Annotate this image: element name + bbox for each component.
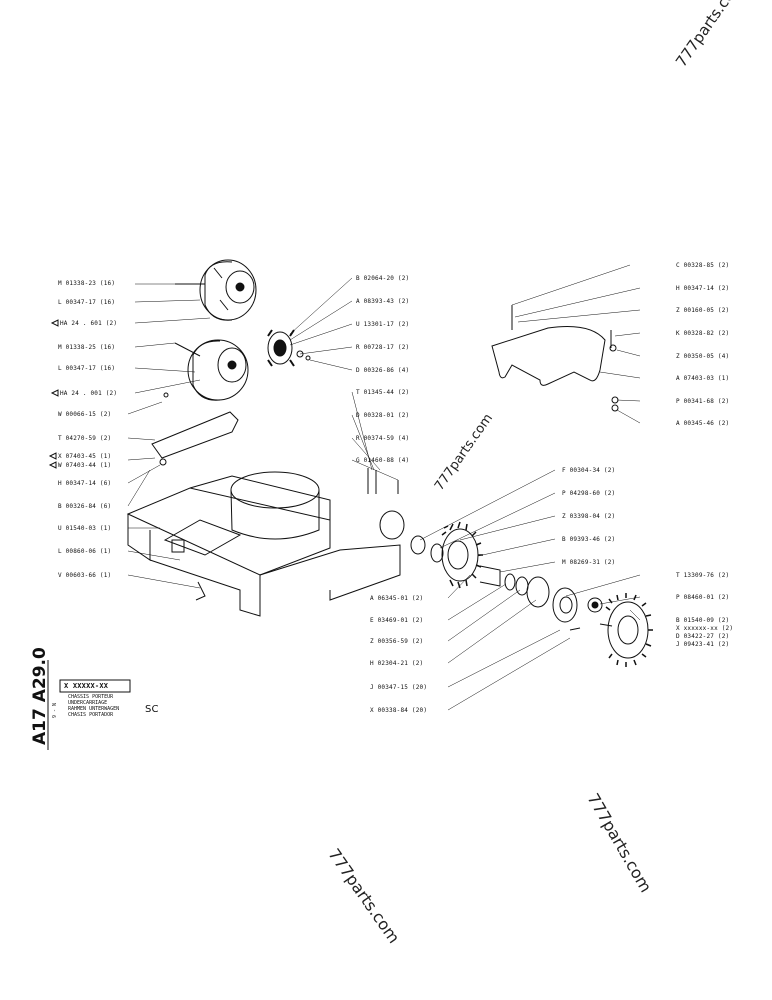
hydraulic-motor-lower: [174, 339, 249, 401]
leader-lines: [127, 264, 641, 711]
part-label: F 00304-34 (2): [562, 467, 616, 474]
part-label: J 00347-15 (20): [370, 684, 428, 691]
part-label: L 00347-17 (16): [58, 365, 116, 372]
part-label: M 01338-25 (16): [58, 344, 116, 351]
part-label: A 07403-03 (1): [676, 375, 730, 382]
drive-sprocket: [267, 329, 311, 367]
part-label: P 00341-68 (2): [676, 398, 730, 405]
part-label: R 00374-59 (4): [356, 435, 410, 442]
chassis-frame: [126, 471, 405, 617]
title-line: UNDERCARRIAGE: [68, 700, 108, 706]
part-label: M 01338-23 (16): [58, 280, 116, 287]
shaft-assembly: [479, 565, 550, 608]
small-code: 9 - N: [52, 702, 58, 718]
part-label: T 13309-76 (2): [676, 572, 730, 579]
right-cover: [491, 305, 619, 412]
part-label: H 00347-14 (6): [58, 480, 112, 487]
part-label: V 00603-66 (1): [58, 572, 112, 579]
part-label: J 09423-41 (2): [676, 641, 730, 648]
final-sprocket: [599, 593, 653, 667]
hub: [552, 587, 603, 631]
part-label: U 01540-03 (1): [58, 525, 112, 532]
part-label: P 04298-60 (2): [562, 490, 616, 497]
part-label: P 08460-01 (2): [676, 594, 730, 601]
title-line: CHASSIS PORTEUR: [68, 694, 114, 700]
part-label: T 04270-59 (2): [58, 435, 112, 442]
part-label: B 00326-84 (6): [58, 503, 112, 510]
part-label: A 00345-46 (2): [676, 420, 730, 427]
part-label: W 07403-44 (1): [58, 462, 112, 469]
part-label: Z 00350-05 (4): [676, 353, 730, 360]
part-label: Z 00160-05 (2): [676, 307, 730, 314]
part-code-box: X XXXXX-XX: [64, 682, 109, 690]
title-block-frame: [47, 660, 131, 750]
triangle-markers: [48, 319, 59, 469]
title-line: RAHMEN UNTERWAGEN: [68, 706, 120, 712]
part-label: D 03422-27 (2): [676, 633, 730, 640]
part-label: D 00328-01 (2): [356, 412, 410, 419]
part-label: R 00728-17 (2): [356, 344, 410, 351]
part-label: H 02304-21 (2): [370, 660, 424, 667]
part-label: T 01345-44 (2): [356, 389, 410, 396]
part-label: B 02064-20 (2): [356, 275, 410, 282]
part-label: X xxxxxx-xx (2): [676, 625, 734, 632]
part-label: E 03469-01 (2): [370, 617, 424, 624]
gear-ring: [410, 521, 483, 589]
part-label: HA 24 . 001 (2): [60, 390, 118, 397]
hydraulic-motor-upper: [175, 259, 257, 321]
sc-label: SC: [145, 704, 159, 715]
part-label: K 00328-82 (2): [676, 330, 730, 337]
part-label: W 00066-15 (2): [58, 411, 112, 418]
part-label: U 13301-17 (2): [356, 321, 410, 328]
part-label: A 08393-43 (2): [356, 298, 410, 305]
part-label: B 09393-46 (2): [562, 536, 616, 543]
part-label: X 07403-45 (1): [58, 453, 112, 460]
part-label: Z 00356-59 (2): [370, 638, 424, 645]
part-label: B 01540-09 (2): [676, 617, 730, 624]
part-label: L 00347-17 (16): [58, 299, 116, 306]
title-line: CHASIS PORTADOR: [68, 712, 114, 718]
part-label: HA 24 . 601 (2): [60, 320, 118, 327]
part-label: L 00860-06 (1): [58, 548, 112, 555]
part-label: G 01460-88 (4): [356, 457, 410, 464]
sheet-code: A17 A29.0: [30, 647, 50, 745]
part-label: H 00347-14 (2): [676, 285, 730, 292]
part-label: X 00338-84 (20): [370, 707, 428, 714]
cover-plate: [151, 411, 239, 459]
part-label: D 00326-86 (4): [356, 367, 410, 374]
bolts: [159, 392, 399, 601]
part-label: Z 03398-04 (2): [562, 513, 616, 520]
part-label: M 08269-31 (2): [562, 559, 616, 566]
part-label: C 00328-85 (2): [676, 262, 730, 269]
part-label: A 06345-01 (2): [370, 595, 424, 602]
